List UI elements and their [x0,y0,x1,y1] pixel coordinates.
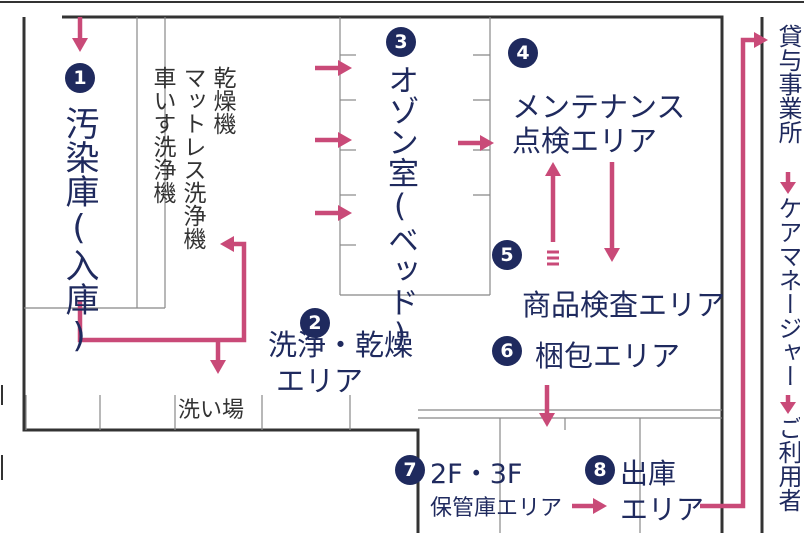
step-7-label-line1: 2F・3F [430,459,523,490]
wash-place-label: 洗い場 [178,398,245,423]
step-4-label-line2: 点検エリア [512,124,658,158]
partitions [24,17,722,533]
step-7-label-line2: 保管庫エリア [430,496,563,521]
step-3-label: オゾン室(ベッド) [382,64,418,353]
step-8-label-line2: エリア [620,493,705,526]
care-manager-label: ケアマネージャー [776,196,800,388]
step-5-badge: 5 [492,240,522,270]
step-3-badge: 3 [386,27,416,57]
step-1-badge: 1 [65,63,95,93]
step-1-label: 汚染庫(入庫) [59,106,99,356]
equipment-mattress-washer: マットレス洗浄機 [179,66,205,250]
step-6-badge: 6 [492,336,522,366]
arrowheads [72,32,796,514]
step-7-badge: 7 [395,455,425,485]
step-2-label-line2: エリア [276,364,364,398]
step-2-badge: 2 [300,308,330,338]
flow-arrows [77,17,791,509]
step-4-badge: 4 [508,38,538,68]
step-4-label-line1: メンテナンス [512,90,686,124]
step-6-label: 梱包エリア [535,339,681,373]
dashed-arrow-tail [547,250,559,266]
step-8-label-line1: 出庫 [620,457,677,490]
equipment-wheelchair-washer: 車いす洗浄機 [149,66,175,204]
step-2-label-line1: 洗浄・乾燥 [268,328,414,362]
step-5-label: 商品検査エリア [522,288,726,322]
user-label: ご利用者 [776,416,800,512]
equipment-dryer: 乾燥機 [209,66,235,135]
step-8-badge: 8 [585,455,615,485]
rental-office-label: 貸与事業所 [774,24,802,144]
